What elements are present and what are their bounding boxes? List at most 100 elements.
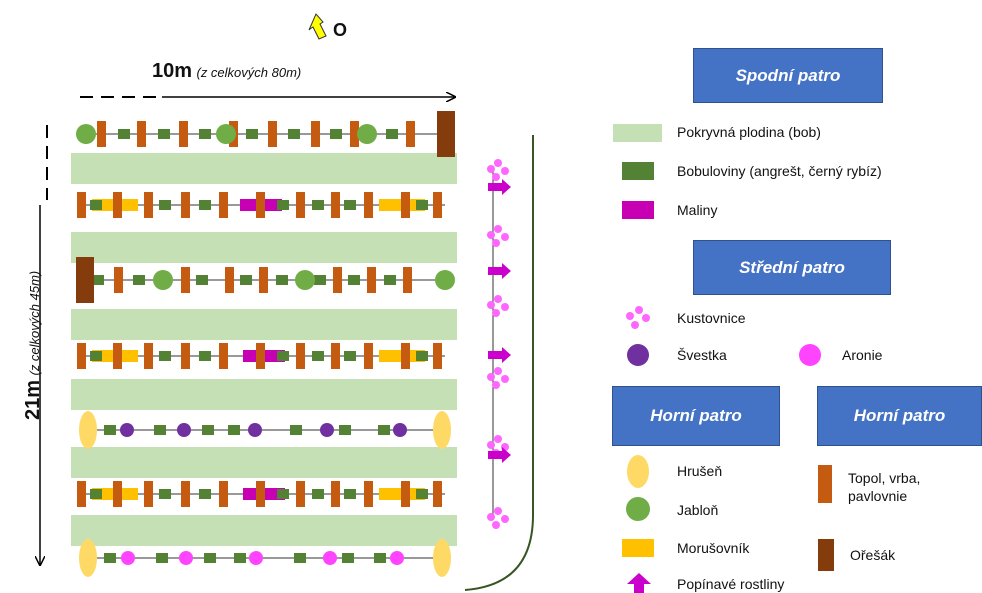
aronia-shrub [249,551,263,565]
pear-tree [79,411,97,449]
width-note-text: (z celkových 80m) [196,65,302,80]
cover-crop-band [71,309,457,340]
apple-circle-icon [626,497,650,521]
berry-bush [154,425,166,435]
berry-bush [199,489,211,499]
poplar-tree [256,481,265,507]
pear-tree [433,539,451,577]
berry-bush [416,200,428,210]
poplar-tree [367,267,376,293]
goji-bush [487,295,509,317]
berry-bush [342,553,354,563]
plum-tree [320,423,334,437]
poplar-tree [181,481,190,507]
apple-tree [357,124,377,144]
poplar-tree [401,192,410,218]
legend-pokryvna: Pokryvná plodina (bob) [677,124,821,140]
poplar-tree [350,121,359,147]
aronia-shrub [323,551,337,565]
berry-bush [416,351,428,361]
legend-kustovnice: Kustovnice [677,310,746,326]
pear-tree [433,411,451,449]
legend-hrusen: Hrušeň [677,463,723,479]
poplar-tree [256,192,265,218]
aronia-circle-icon [799,344,821,366]
berry-bush [202,425,214,435]
apple-tree [153,270,173,290]
berry-bush [277,489,289,499]
poplar-tree [406,121,415,147]
poplar-tree [333,267,342,293]
plum-circle-icon [627,344,649,366]
goji-bush [487,367,509,389]
poplar-tree [331,343,340,369]
berry-bush [344,200,356,210]
poplar-tree [113,481,122,507]
goji-flower-icon [626,306,650,329]
apple-tree [435,270,455,290]
poplar-tree [181,192,190,218]
poplar-tree [296,192,305,218]
height-label: 21m (z celkových 45m) [22,271,45,420]
poplar-tree [144,481,153,507]
berry-bush [240,275,252,285]
walnut-tree [76,257,94,303]
berry-bush [344,489,356,499]
legend-bobuloviny: Bobuloviny (angrešt, černý rybíz) [677,163,882,179]
berry-bush [228,425,240,435]
poplar-tree [433,192,442,218]
header-horni-patro-2: Horní patro [817,386,982,446]
poplar-tree [181,343,190,369]
poplar-tree [97,121,106,147]
height-main-text: 21m [22,379,44,420]
aronia-shrub [179,551,193,565]
berry-bush [386,129,398,139]
plum-tree [248,423,262,437]
goji-bush [487,159,509,181]
berry-bush [277,351,289,361]
poplar-tree [113,192,122,218]
berry-bush [246,129,258,139]
berry-bush [199,129,211,139]
poplar-tree [331,192,340,218]
poplar-tree [144,343,153,369]
berry-bush [290,425,302,435]
goji-bush [487,225,509,247]
berry-bush [196,275,208,285]
poplar-tree [401,343,410,369]
poplar-tree [137,121,146,147]
goji-bush [487,507,509,529]
cover-crop-band [71,515,457,546]
compass-label: O [333,20,348,40]
berry-bush [159,351,171,361]
cover-crop-band [71,153,457,184]
berry-bush [104,425,116,435]
berry-bush [314,275,326,285]
poplar-tree [296,343,305,369]
berry-bush [277,200,289,210]
poplar-tree [433,343,442,369]
legend-maliny: Maliny [677,202,718,218]
berry-bush [158,129,170,139]
poplar-tree [259,267,268,293]
raspberry-swatch-icon [622,201,654,219]
legend-jablon: Jabloň [677,502,719,518]
apple-tree [216,124,236,144]
climbing-plant [488,179,511,195]
poplar-tree [364,192,373,218]
pear-oval-icon [627,455,649,488]
poplar-tree [219,343,228,369]
mulberry-swatch-icon [622,539,654,557]
poplar-tree [311,121,320,147]
berry-bush [90,200,102,210]
height-note-text: (z celkových 45m) [27,270,42,376]
poplar-tree [364,343,373,369]
header-horni-patro-1: Horní patro [612,386,780,446]
climbing-arrow-icon [627,573,651,593]
aronia-shrub [390,551,404,565]
plot-border-curve [464,135,534,591]
berry-bush [276,275,288,285]
aronia-shrub [121,551,135,565]
width-main-text: 10m [152,60,193,82]
